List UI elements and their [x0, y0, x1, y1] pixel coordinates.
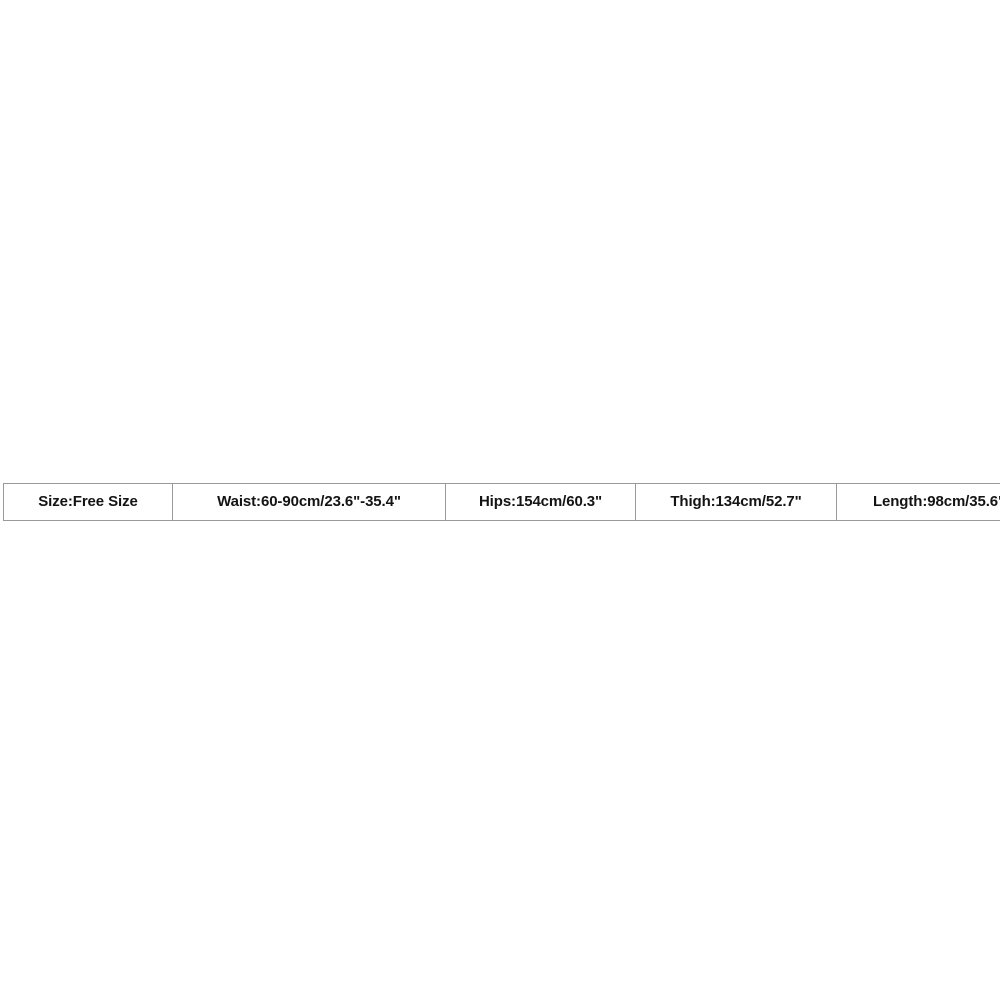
- size-chart-cell-thigh: Thigh:134cm/52.7": [635, 483, 837, 521]
- size-chart-cell-waist: Waist:60-90cm/23.6"-35.4": [172, 483, 446, 521]
- size-chart-body: Size:Free Size Waist:60-90cm/23.6"-35.4"…: [3, 483, 1000, 521]
- size-chart-table: Size:Free Size Waist:60-90cm/23.6"-35.4"…: [3, 483, 1000, 521]
- size-chart-cell-hips: Hips:154cm/60.3": [445, 483, 636, 521]
- size-chart-container: Size:Free Size Waist:60-90cm/23.6"-35.4"…: [3, 483, 1000, 521]
- size-chart-cell-length: Length:98cm/35.6": [836, 483, 1000, 521]
- table-row: Size:Free Size Waist:60-90cm/23.6"-35.4"…: [3, 483, 1000, 521]
- size-chart-cell-size: Size:Free Size: [3, 483, 173, 521]
